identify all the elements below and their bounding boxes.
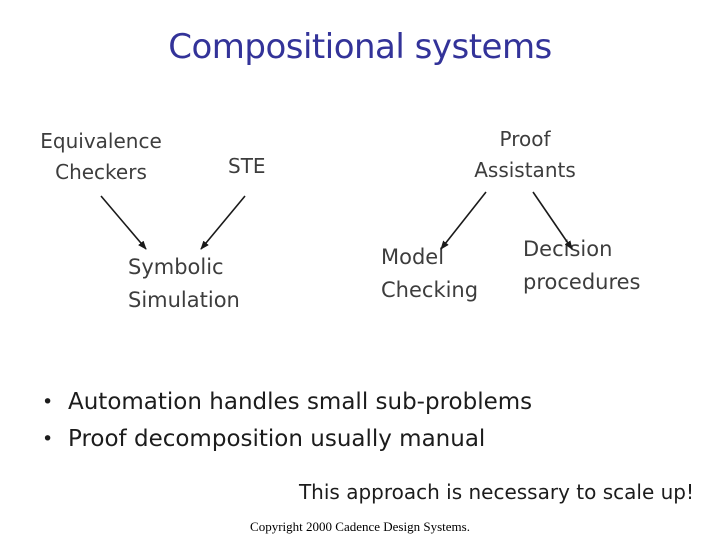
arrow-ste-to-symbolic: [200, 195, 246, 250]
bullet-text: Automation handles small sub-problems: [68, 389, 533, 415]
node-label-line: Proof: [499, 127, 551, 151]
bullet-item: • Proof decomposition usually manual: [40, 421, 532, 458]
copyright-line: Copyright 2000 Cadence Design Systems.: [250, 519, 470, 534]
node-proof-assistants: Proof Assistants: [435, 124, 615, 186]
page-title: Compositional systems: [168, 27, 552, 67]
node-decision-procedures: Decision procedures: [523, 233, 641, 299]
bullet-icon: •: [42, 428, 54, 450]
node-label-line: procedures: [523, 270, 641, 294]
node-model-checking: Model Checking: [381, 241, 478, 307]
bullet-list: • Automation handles small sub-problems …: [40, 384, 532, 458]
arrow-equivalence-to-symbolic: [100, 195, 147, 250]
node-label-line: Checkers: [55, 160, 147, 184]
node-equivalence-checkers: Equivalence Checkers: [15, 126, 187, 188]
node-label-line: Simulation: [128, 288, 240, 312]
closing-statement: This approach is necessary to scale up!: [298, 480, 694, 504]
bullet-text: Proof decomposition usually manual: [68, 426, 486, 452]
node-label-line: Model: [381, 245, 445, 269]
arrow-proof-to-model: [440, 191, 487, 250]
node-label-line: STE: [228, 154, 266, 178]
arrow-proof-to-decision: [532, 191, 573, 250]
node-symbolic-simulation: Symbolic Simulation: [128, 251, 240, 317]
node-ste: STE: [228, 151, 266, 182]
bullet-item: • Automation handles small sub-problems: [40, 384, 532, 421]
node-label-line: Checking: [381, 278, 479, 302]
node-label-line: Equivalence: [40, 129, 162, 153]
node-label-line: Symbolic: [128, 255, 224, 279]
bullet-icon: •: [42, 391, 54, 413]
node-label-line: Assistants: [474, 158, 576, 182]
